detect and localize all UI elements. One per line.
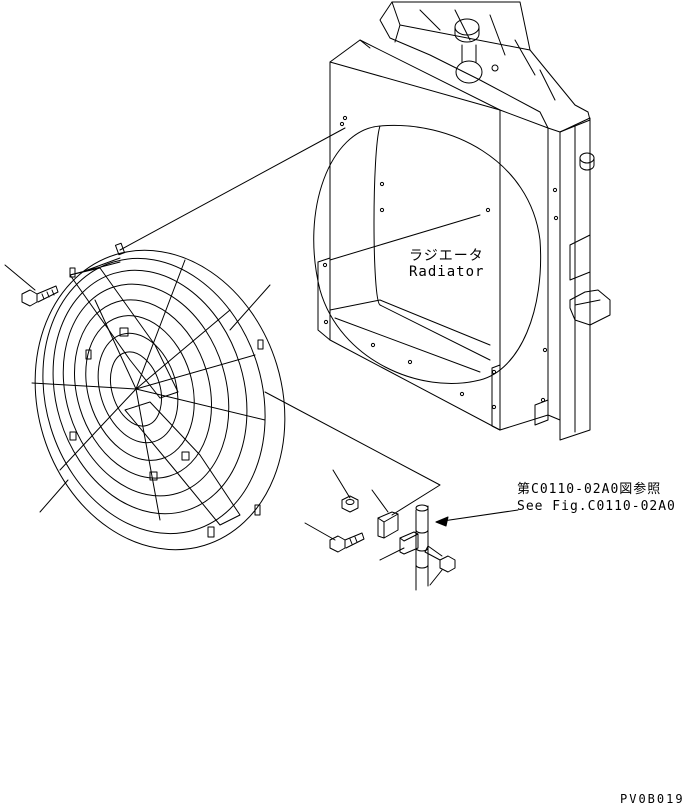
fan-guard <box>0 219 321 581</box>
radiator-upper-tank <box>380 2 590 132</box>
guard-strap-lower <box>125 402 240 525</box>
bracket <box>378 512 398 538</box>
radiator <box>314 2 610 440</box>
leader-lines <box>5 128 518 585</box>
fan-shroud <box>330 40 548 430</box>
guard-strap-upper <box>70 268 178 398</box>
reference-label-jp: 第C0110-02A0図参照 <box>517 482 662 497</box>
filler-cap-icon <box>455 19 482 83</box>
drawing-code: PV0B019 <box>620 792 685 806</box>
bolt-pipe <box>425 546 455 572</box>
reference-label-en: See Fig.C0110-02A0 <box>517 499 676 514</box>
clamp <box>400 532 418 554</box>
radiator-label-en: Radiator <box>409 264 485 280</box>
bolt-upper-left <box>22 286 58 306</box>
nut-icon <box>342 496 358 512</box>
radiator-label-jp: ラジエータ <box>409 248 484 264</box>
fan-guard-rim <box>0 219 321 581</box>
bolt-lower <box>330 533 364 552</box>
arrow-icon <box>436 517 448 526</box>
radiator-core-side <box>560 118 590 440</box>
